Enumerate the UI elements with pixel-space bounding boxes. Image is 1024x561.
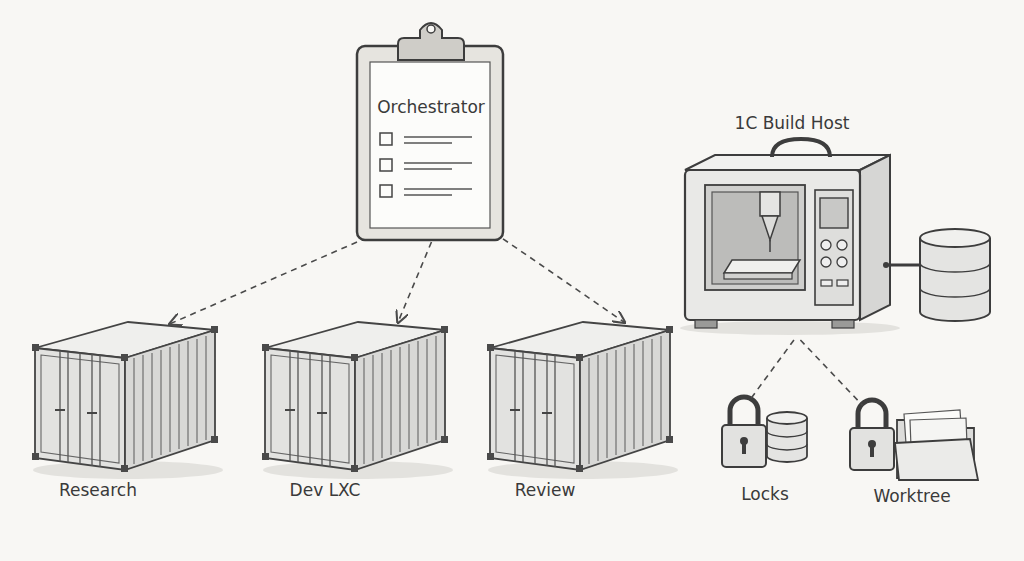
database-rings [767, 431, 807, 450]
panel-switch [821, 280, 832, 286]
container-node: Research [35, 300, 217, 505]
clipboard-board [357, 46, 503, 240]
machine-foot [832, 320, 854, 328]
cable [888, 264, 921, 267]
checkbox [380, 133, 392, 145]
shipping-container [32, 322, 223, 479]
node-label: Research [59, 480, 137, 500]
node-label: Locks [741, 484, 789, 504]
database-rings [920, 263, 990, 297]
shadow [680, 321, 900, 335]
node-label: Dev LXC [290, 480, 361, 500]
work-plate [724, 260, 800, 273]
node-label: Review [515, 480, 576, 500]
clip-hole [427, 25, 435, 33]
machine-window [705, 185, 805, 290]
dashed-connector [800, 340, 862, 405]
clipboard-paper [370, 62, 490, 228]
keyhole-slot [742, 443, 746, 454]
work-plate-base [724, 273, 792, 279]
shipping-container [487, 322, 678, 479]
database-cylinder [920, 238, 990, 321]
shipping-container [262, 322, 453, 479]
cable-port [883, 262, 889, 268]
database-top [767, 412, 807, 424]
panel-switch [837, 280, 848, 286]
spindle-tip [769, 240, 771, 252]
machine-top [685, 155, 890, 170]
control-panel [815, 190, 853, 305]
panel-screen [820, 198, 848, 228]
checklist-lines [404, 137, 472, 195]
spindle [760, 192, 780, 216]
dashed-connector [748, 340, 794, 402]
keyhole-slot [870, 446, 874, 457]
padlock-body [850, 428, 894, 470]
padlock-body [722, 425, 766, 467]
panel-button [821, 240, 831, 250]
panel-button [837, 257, 847, 267]
machine-node: 1C Build Host [680, 108, 895, 340]
machine-side [860, 155, 890, 320]
node-label: Orchestrator [377, 97, 485, 117]
machine-foot [695, 320, 717, 328]
padlock-shackle [858, 400, 886, 429]
clipboard-clip [398, 23, 464, 60]
container-node: Review [490, 300, 672, 505]
clipboard-node: Orchestrator [357, 30, 503, 242]
folder-front [895, 439, 978, 480]
panel-button [821, 257, 831, 267]
checkbox [380, 185, 392, 197]
padlock-shackle [730, 397, 758, 426]
node-label: 1C Build Host [735, 113, 850, 133]
dashed-connector [503, 239, 625, 323]
icon-node: Worktree [848, 395, 980, 510]
machine-body [685, 170, 860, 320]
panel-button [837, 240, 847, 250]
container-node: Dev LXC [265, 300, 447, 505]
spindle-bit [762, 216, 778, 240]
node-label: Worktree [873, 486, 950, 506]
machine-handle [772, 139, 830, 157]
checkbox [380, 159, 392, 171]
database-top [920, 229, 990, 247]
dashed-connector [398, 242, 432, 323]
icon-node: Locks [718, 395, 813, 510]
dashed-connector [170, 242, 357, 324]
